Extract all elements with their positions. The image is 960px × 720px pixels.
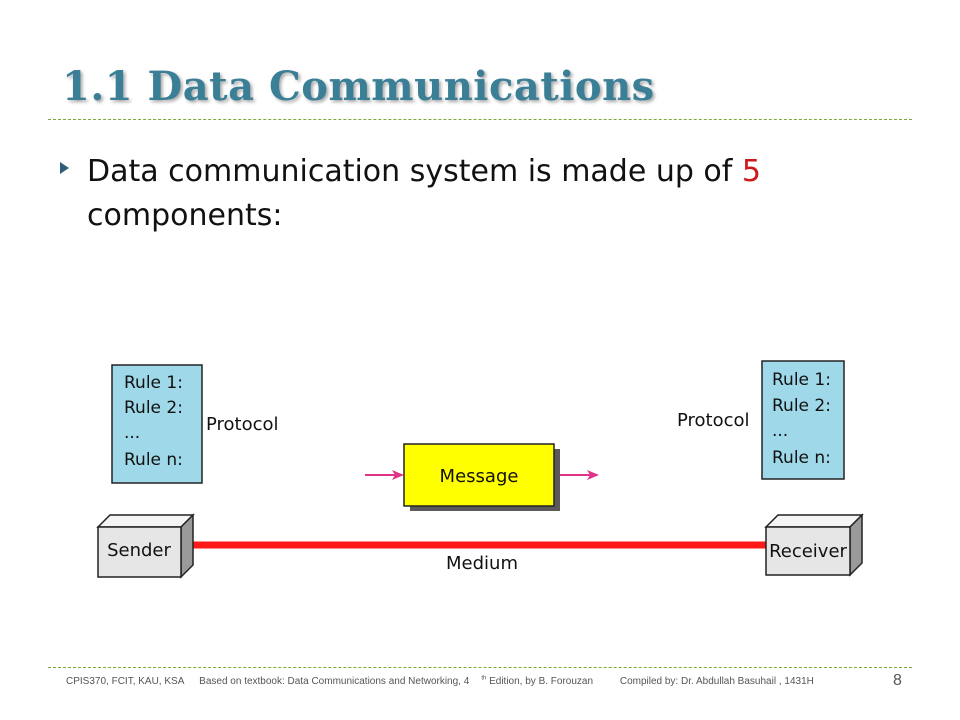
medium-label: Medium — [446, 553, 518, 574]
message-label: Message — [440, 466, 519, 487]
sender-label: Sender — [107, 540, 171, 561]
sender-rule-ellipsis: ... — [124, 423, 140, 443]
bullet-arrow-icon — [60, 162, 69, 174]
sender-rule-1: Rule 1: — [124, 373, 183, 393]
component-count: 5 — [741, 154, 761, 189]
receiver-protocol-label: Protocol — [677, 410, 750, 431]
receiver-protocol-rules: Rule 1: Rule 2: ... Rule n: — [761, 360, 845, 480]
footer-course: CPIS370, FCIT, KAU, KSA — [66, 676, 185, 688]
message-box: Message — [403, 443, 560, 511]
receiver-label: Receiver — [769, 541, 847, 562]
footer-compiled-by: Compiled by: Dr. Abdullah Basuhail , 143… — [619, 676, 814, 688]
slide-title: 1.1 Data Communications — [62, 63, 655, 110]
page-number: 8 — [893, 672, 902, 689]
receiver-device: Receiver — [764, 513, 864, 577]
sender-rule-n: Rule n: — [124, 450, 183, 470]
receiver-rule-2: Rule 2: — [772, 396, 831, 416]
footer-textbook-prefix: Based on textbook: Data Communications a… — [199, 676, 470, 688]
footer-textbook: Based on textbook: Data Communications a… — [199, 676, 605, 687]
footer-textbook-sup: th — [481, 676, 487, 682]
title-divider — [48, 119, 912, 120]
sender-rule-2: Rule 2: — [124, 398, 183, 418]
receiver-rule-1: Rule 1: — [772, 370, 831, 390]
bullet-text: Data communication system is made up of … — [87, 150, 900, 238]
slide-footer: CPIS370, FCIT, KAU, KSA Based on textboo… — [66, 676, 826, 687]
sender-protocol-rules: Rule 1: Rule 2: ... Rule n: — [111, 364, 203, 484]
bullet-point: Data communication system is made up of … — [60, 150, 900, 238]
bullet-text-after: components: — [87, 198, 283, 233]
sender-protocol-label: Protocol — [206, 414, 279, 435]
bullet-text-before: Data communication system is made up of — [87, 154, 742, 189]
footer-divider — [48, 667, 912, 668]
sender-device: Sender — [96, 513, 195, 579]
footer-textbook-suffix: Edition, by B. Forouzan — [486, 676, 594, 688]
receiver-rule-n: Rule n: — [772, 448, 831, 468]
data-communication-diagram: Rule 1: Rule 2: ... Rule n: Protocol Rul… — [90, 355, 870, 595]
receiver-rule-ellipsis: ... — [772, 421, 788, 441]
